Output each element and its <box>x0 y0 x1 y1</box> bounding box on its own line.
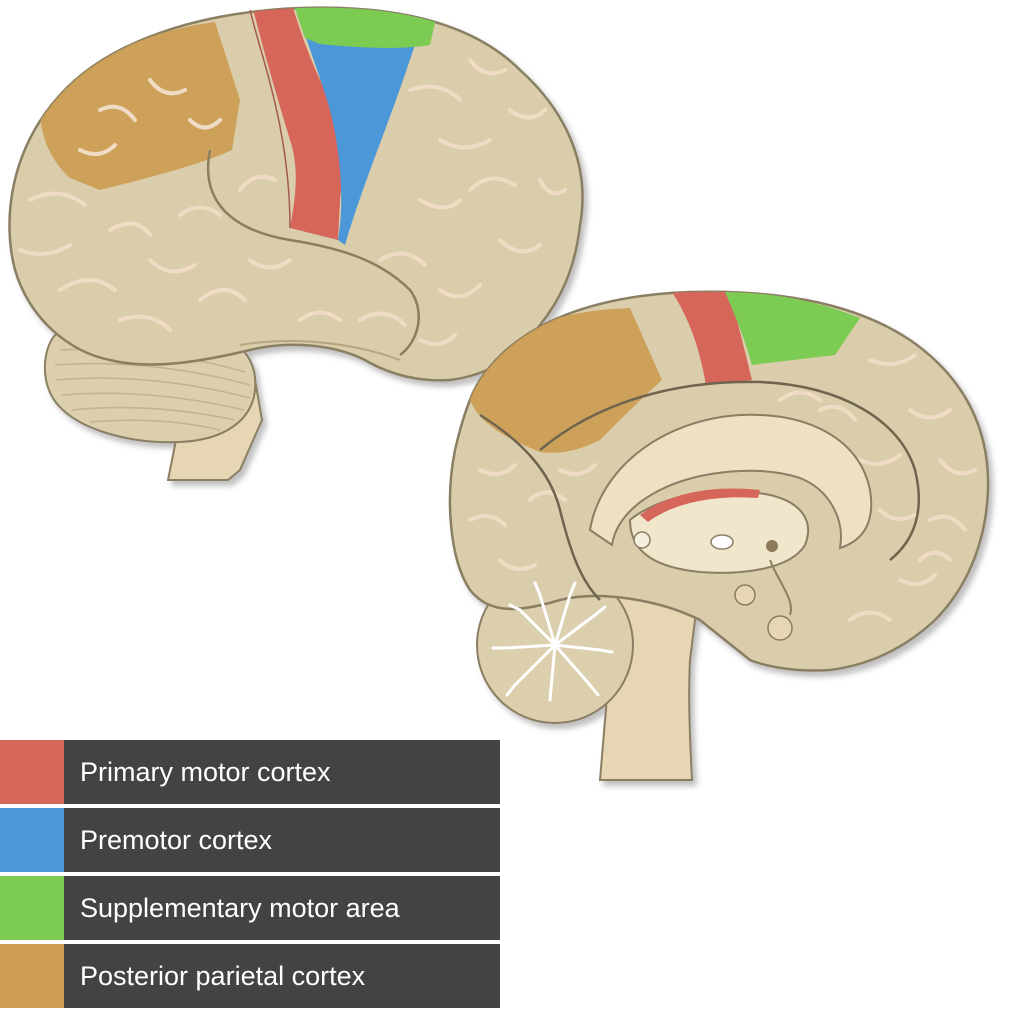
legend-swatch-premotor-cortex <box>0 808 64 872</box>
lateral-regions <box>40 7 440 245</box>
anterior-commissure <box>710 534 734 550</box>
pituitary-gland <box>767 615 793 641</box>
legend-label-primary-motor-cortex: Primary motor cortex <box>80 756 331 787</box>
arbor-vitae <box>491 581 614 702</box>
medial-supplementary-motor-region <box>725 292 860 365</box>
legend-label-supplementary-motor-area: Supplementary motor area <box>80 892 400 923</box>
lateral-temporal-lobe-edge <box>239 340 401 361</box>
legend-item-primary-motor-cortex: Primary motor cortex <box>0 740 500 804</box>
cingulate-sulcus <box>539 380 921 561</box>
parieto-occipital-sulcus <box>479 413 601 601</box>
fornix-band <box>640 488 760 522</box>
legend-label-premotor-cortex: Premotor cortex <box>80 824 273 855</box>
legend-item-supplementary-motor-area: Supplementary motor area <box>0 876 500 940</box>
lateral-sulcus <box>206 9 420 356</box>
legend-swatch-primary-motor-cortex <box>0 740 64 804</box>
thalamus <box>628 490 810 574</box>
medial-posterior-parietal-region <box>470 308 662 453</box>
lateral-primary-motor-region <box>252 7 342 240</box>
pineal-structure <box>633 531 651 549</box>
corpus-callosum <box>588 413 873 550</box>
legend-item-posterior-parietal-cortex: Posterior parietal cortex <box>0 944 500 1008</box>
optic-chiasm <box>766 540 778 552</box>
legend-swatch-supplementary-motor-area <box>0 876 64 940</box>
mammillary-body <box>734 584 756 606</box>
pituitary-stalk <box>769 559 792 616</box>
legend-label-posterior-parietal-cortex: Posterior parietal cortex <box>80 960 366 991</box>
lateral-gyri-lines <box>18 58 567 346</box>
medial-regions <box>470 292 860 453</box>
lateral-brain-view <box>8 6 584 481</box>
legend: Primary motor cortex Premotor cortex Sup… <box>0 740 500 1012</box>
legend-item-premotor-cortex: Premotor cortex <box>0 808 500 872</box>
legend-swatch-posterior-parietal-cortex <box>0 944 64 1008</box>
lateral-posterior-parietal-region <box>40 22 240 190</box>
medial-primary-motor-region <box>672 292 752 385</box>
lateral-premotor-region <box>300 20 420 245</box>
